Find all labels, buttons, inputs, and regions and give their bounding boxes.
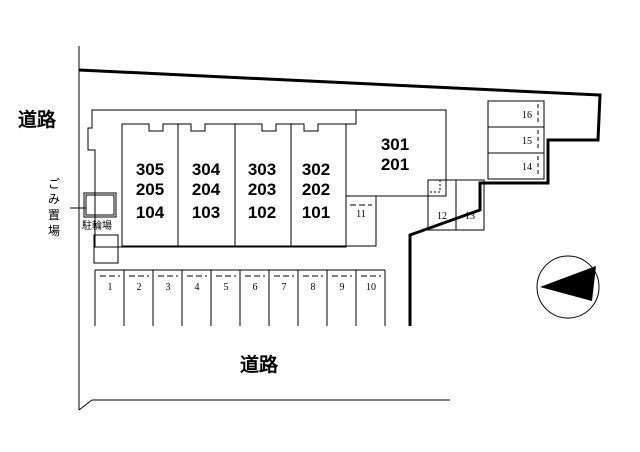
bicycle-parking-label: 駐輪場 (82, 219, 112, 232)
bicycle-parking-box (93, 234, 119, 264)
unit-205: 205 (136, 180, 164, 199)
unit-stack-4: 302 202 101 (290, 123, 347, 247)
road-label-top: 道路 (18, 108, 57, 131)
unit-305: 305 (136, 160, 164, 179)
parking-16: 16 (522, 110, 532, 121)
parking-13: 13 (465, 211, 475, 222)
main-building (87, 109, 357, 248)
parking-8: 8 (311, 282, 316, 293)
property-boundary-thin (78, 46, 450, 411)
garbage-area-box-inner (85, 194, 115, 216)
unit-stack-3: 303 203 102 (234, 123, 292, 247)
svg-text:み: み (48, 192, 60, 206)
parking-15: 15 (522, 136, 532, 147)
parking-9: 9 (340, 282, 345, 293)
parking-7: 7 (282, 282, 287, 293)
unit-stack-1: 305 205 104 (121, 123, 179, 247)
unit-303: 303 (248, 160, 276, 179)
unit-101: 101 (302, 203, 330, 222)
parking-5: 5 (224, 282, 229, 293)
svg-text:ご: ご (48, 176, 60, 191)
parking-12: 12 (437, 211, 447, 222)
road-label-bottom: 道路 (240, 353, 279, 376)
parking-10: 10 (366, 282, 376, 293)
garbage-area-label: ご み 置 場 (48, 176, 60, 238)
parking-4: 4 (195, 282, 200, 293)
unit-201: 201 (381, 155, 409, 174)
parking-spaces-12-13 (427, 179, 485, 231)
unit-301: 301 (381, 135, 409, 154)
unit-304: 304 (192, 160, 221, 179)
parking-14: 14 (522, 162, 532, 173)
parking-spaces-14-16 (487, 100, 545, 180)
annex-building (346, 109, 447, 197)
property-boundary-thick (78, 68, 602, 326)
parking-6: 6 (253, 282, 258, 293)
parking-11: 11 (356, 209, 366, 220)
garbage-area-box (83, 192, 117, 218)
unit-102: 102 (248, 203, 276, 222)
parking-3: 3 (166, 282, 171, 293)
unit-stack-2: 304 204 103 (177, 123, 236, 247)
unit-103: 103 (192, 203, 220, 222)
unit-203: 203 (248, 180, 276, 199)
unit-204: 204 (192, 180, 221, 199)
parking-space-11 (345, 195, 377, 247)
unit-104: 104 (136, 203, 165, 222)
unit-202: 202 (302, 180, 330, 199)
unit-302: 302 (302, 160, 330, 179)
svg-text:置: 置 (48, 208, 60, 222)
north-arrow-icon (536, 255, 600, 319)
parking-row-bottom (94, 269, 386, 326)
parking-1: 1 (108, 282, 113, 293)
svg-text:場: 場 (48, 224, 60, 238)
parking-2: 2 (137, 282, 142, 293)
